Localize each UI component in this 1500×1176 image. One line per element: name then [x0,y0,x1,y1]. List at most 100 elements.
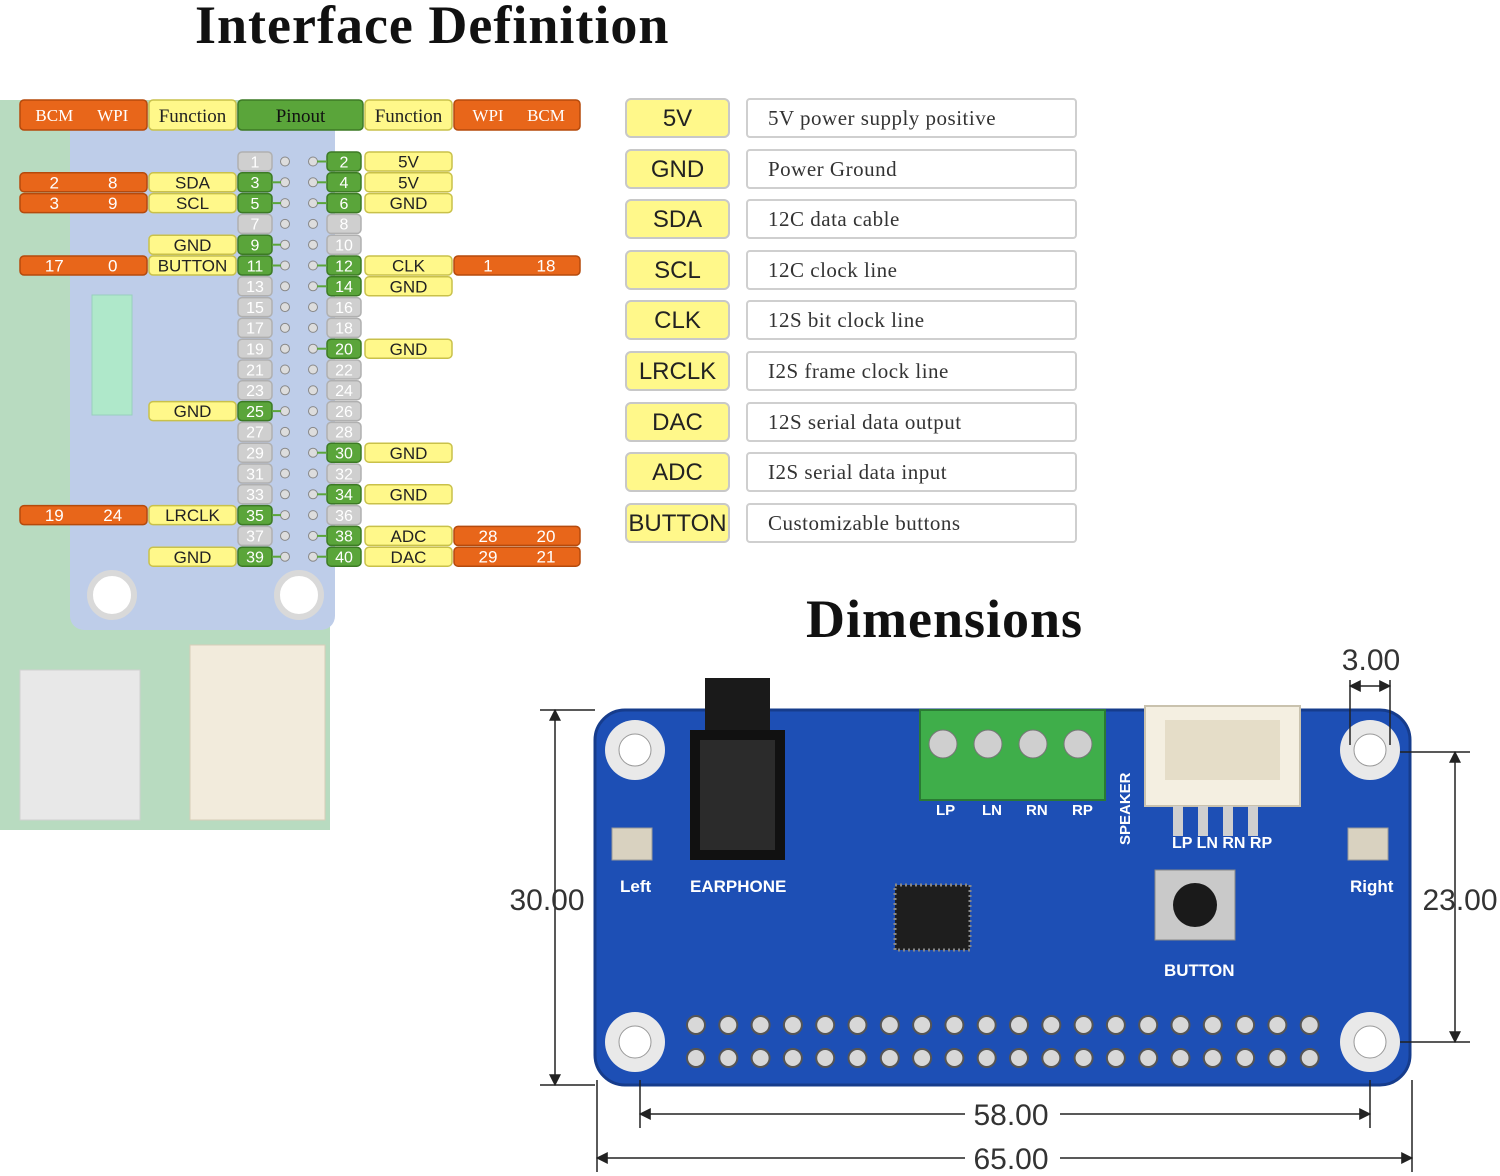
dimension-values: 3.00 30.00 23.00 58.00 65.00 [509,644,1497,1176]
svg-text:20: 20 [335,341,353,358]
definition-description: 12S serial data output [746,401,1077,442]
gpio-hole [1041,1015,1062,1035]
gpio-hole [1235,1015,1256,1035]
gpio-hole [944,1048,965,1068]
gpio-hole [976,1015,997,1035]
gpio-header-holes [686,1015,1320,1068]
pin-1: 1 [237,151,273,172]
pin-40-function: DAC [364,546,453,567]
definition-term: BUTTON [625,502,730,543]
pin-dot-1 [280,156,290,167]
gpio-hole [1299,1015,1320,1035]
pin-39-function: GND [148,546,237,567]
svg-text:28: 28 [335,425,353,442]
header-bcm-wpi-left: BCM WPI [19,99,148,131]
pin-34: 34 [326,484,362,505]
pin-dot-38 [308,530,318,541]
gpio-hole [1202,1048,1223,1068]
svg-text:36: 36 [335,508,353,525]
gpio-hole [1105,1015,1126,1035]
pin-27: 27 [237,421,273,443]
svg-text:WPI: WPI [97,106,129,125]
svg-text:3: 3 [50,194,59,213]
pin-25: 25 [237,400,273,422]
pin-dot-4 [308,177,318,188]
raspberry-pi-board-photo [0,100,335,830]
svg-text:DAC: DAC [391,548,427,567]
svg-text:28: 28 [479,527,498,546]
svg-text:21: 21 [246,362,264,379]
speaker-label: SPEAKER [1117,772,1134,845]
definition-term: LRCLK [625,351,730,391]
pin-dot-10 [308,239,318,250]
definition-term: CLK [625,300,730,341]
gpio-hole [718,1048,739,1068]
svg-text:33: 33 [246,487,264,504]
pin-16: 16 [326,296,362,318]
svg-text:10: 10 [335,237,353,254]
svg-text:22: 22 [335,362,353,379]
pin-3: 3 [237,172,273,193]
pin-11-function: BUTTON [148,255,237,276]
pin-26: 26 [326,400,362,422]
pin-11: 11 [237,255,273,276]
button-label: BUTTON [1164,961,1235,980]
pin-2: 2 [326,151,362,172]
connector-pin-labels: LP LN RN RP [1172,835,1272,852]
pin-dot-23 [280,385,290,396]
svg-text:24: 24 [335,383,353,400]
mounting-hole-top-left [605,720,665,780]
gpio-hole [912,1015,933,1035]
gpio-hole [1138,1048,1159,1068]
pin-dot-39 [280,551,290,562]
gpio-hole [686,1048,706,1068]
gpio-hole [847,1048,868,1068]
terminal-label-rp: RP [1072,802,1093,819]
pin-8: 8 [326,213,362,235]
gpio-hole [718,1015,739,1035]
dim-hole-spacing-horizontal: 58.00 [973,1099,1048,1132]
svg-text:BCM: BCM [35,106,73,125]
pin-dot-9 [280,239,290,250]
pin-dot-32 [308,468,318,479]
pin-dot-21 [280,364,290,375]
svg-text:BCM: BCM [527,106,565,125]
gpio-hole [944,1015,965,1035]
gpio-hole [976,1048,997,1068]
pin-14: 14 [326,276,362,297]
gpio-hole [847,1015,868,1035]
mounting-hole-bottom-right [1340,1012,1400,1072]
dimension-lines [540,680,1470,1172]
gpio-hole [1009,1015,1029,1035]
svg-text:21: 21 [537,548,556,567]
pin-dot-15 [280,302,290,313]
earphone-label: EARPHONE [690,877,786,896]
pin-5: 5 [237,192,273,214]
right-microphone [1347,827,1389,861]
svg-text:35: 35 [246,508,264,525]
gpio-hole [815,1015,836,1035]
header-function-left: Function [148,99,237,131]
pin-7: 7 [237,213,273,235]
header-function-right: Function [364,99,453,131]
dim-width: 65.00 [973,1143,1048,1176]
svg-text:GND: GND [174,402,212,421]
pin-36: 36 [326,504,362,526]
svg-text:19: 19 [246,341,264,358]
svg-text:CLK: CLK [392,257,426,276]
pin-14-function: GND [364,276,453,297]
svg-text:12: 12 [335,258,353,275]
dimensions-title: Dimensions [806,589,1084,649]
left-microphone [611,827,653,861]
pin-9: 9 [237,234,273,255]
svg-text:WPI: WPI [472,106,504,125]
